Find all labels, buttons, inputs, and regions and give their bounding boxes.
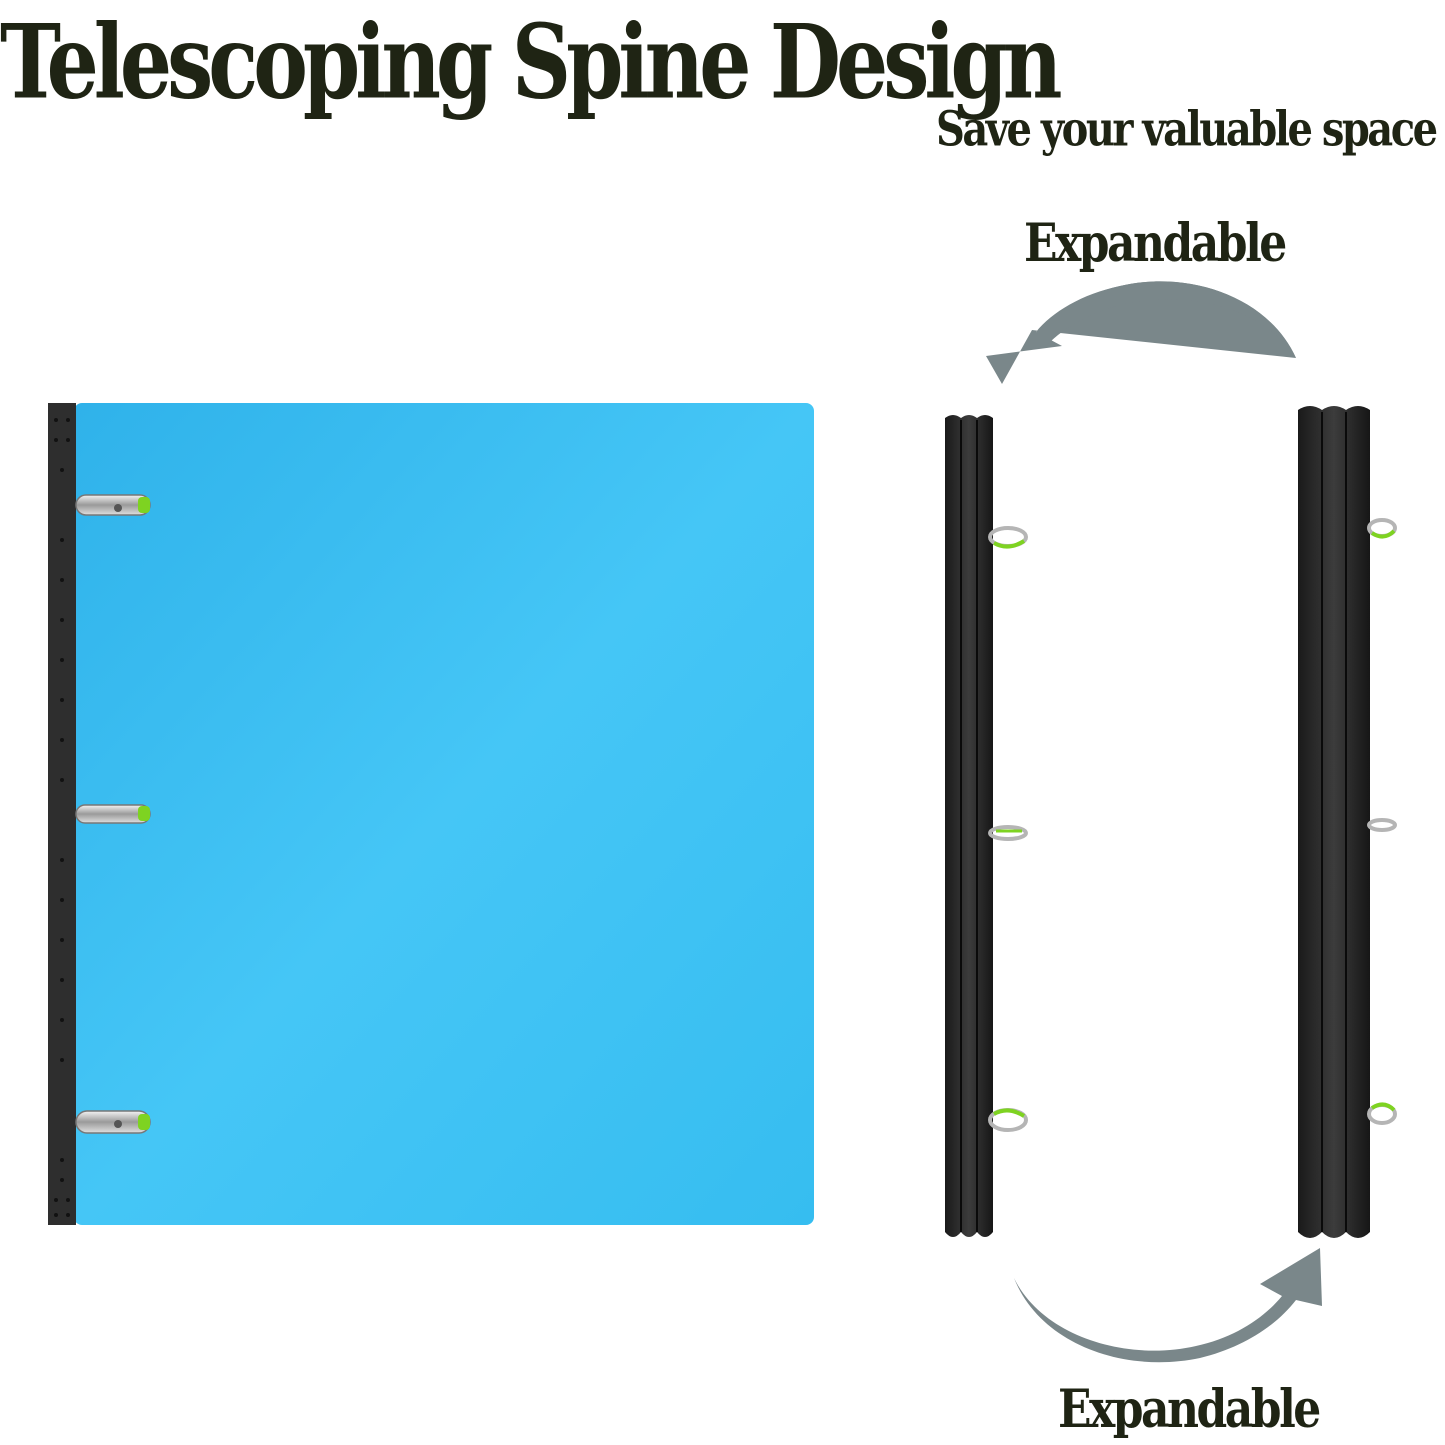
binder-ring-middle: [75, 804, 151, 824]
binder-ring-top: [75, 494, 151, 516]
spine-expanded: [1298, 406, 1397, 1238]
binder-cover: [74, 403, 814, 1225]
spine-expanded-ring-bottom: [1367, 1102, 1397, 1125]
expandable-label-bottom: Expandable: [1058, 1379, 1321, 1441]
binder-front-view: [48, 403, 814, 1225]
spine-collapsed: [945, 415, 1028, 1237]
binder-ring-bottom: [75, 1110, 151, 1134]
expandable-label-top: Expandable: [1024, 213, 1287, 275]
spine-collapsed-ring-top: [988, 526, 1028, 549]
spine-collapsed-ring-middle: [988, 825, 1028, 841]
spine-expanded-ring-top: [1367, 518, 1397, 539]
binder-spine: [48, 403, 76, 1225]
curved-arrow-left-icon: [986, 281, 1296, 384]
page-title: Telescoping Spine Design: [0, 2, 1062, 123]
spine-expanded-ring-middle: [1367, 818, 1397, 832]
subtitle: Save your valuable space: [936, 101, 1438, 158]
curved-arrow-right-icon: [1014, 1248, 1322, 1363]
spine-collapsed-ring-bottom: [988, 1108, 1028, 1132]
spine-holes: [54, 418, 70, 1217]
